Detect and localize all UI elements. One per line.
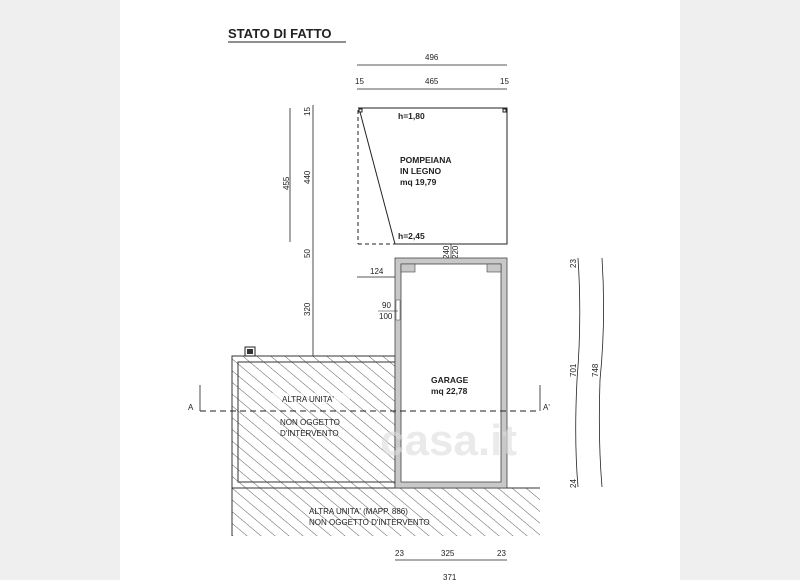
top-dimensions [357, 64, 507, 90]
dim-left-d: 320 [303, 302, 312, 316]
dim-left-b: 440 [303, 170, 312, 184]
section-label-right: A' [543, 403, 550, 412]
dim-offset: 124 [370, 267, 384, 276]
dim-top-left: 15 [355, 77, 364, 86]
dim-left-c: 50 [303, 249, 312, 258]
other-unit-line2: NON OGGETTO [280, 418, 340, 427]
other-unit-area [231, 355, 396, 489]
dim-wall-b: 100 [379, 312, 393, 321]
dim-bottom-c: 23 [497, 549, 506, 558]
pompeiana-outline [357, 107, 508, 245]
dim-left-total: 455 [282, 176, 291, 190]
dim-door-b: 220 [451, 245, 460, 259]
dim-bottom-total: 371 [443, 573, 457, 580]
dim-right-c: 24 [569, 479, 578, 488]
watermark: casa.it [380, 416, 517, 465]
dim-bottom-b: 325 [441, 549, 455, 558]
pompeiana-height-top: h=1,80 [398, 111, 425, 121]
other-unit-bottom-area [232, 488, 540, 536]
other-unit-bottom-line2: NON OGGETTO D'INTERVENTO [309, 518, 430, 527]
dim-door-a: 240 [442, 245, 451, 259]
pompeiana-area: mq 19,79 [400, 177, 437, 187]
pompeiana-material: IN LEGNO [400, 166, 441, 176]
garage-area: mq 22,78 [431, 386, 468, 396]
dim-right-total: 748 [591, 363, 600, 377]
dim-bottom-a: 23 [395, 549, 404, 558]
other-unit-line3: D'INTERVENTO [280, 429, 339, 438]
dim-right-b: 701 [569, 363, 578, 377]
dim-right-a: 23 [569, 259, 578, 268]
right-dimensions [575, 257, 604, 488]
section-label-left: A [188, 403, 194, 412]
dim-wall-a: 90 [382, 301, 391, 310]
dim-top-right: 15 [500, 77, 509, 86]
dim-left-a: 15 [303, 107, 312, 116]
pompeiana-name: POMPEIANA [400, 155, 451, 165]
dim-top-mid: 465 [425, 77, 439, 86]
garage-walls [394, 257, 508, 489]
dim-top-total: 496 [425, 53, 439, 62]
left-dimensions [289, 105, 314, 356]
other-unit-line1: ALTRA UNITA' [282, 395, 334, 404]
drawing-title: STATO DI FATTO [228, 26, 332, 41]
pompeiana-height-bottom: h=2,45 [398, 231, 425, 241]
other-unit-bottom-line1: ALTRA UNITA' (MAPP. 886) [309, 507, 408, 516]
garage-name: GARAGE [431, 375, 469, 385]
